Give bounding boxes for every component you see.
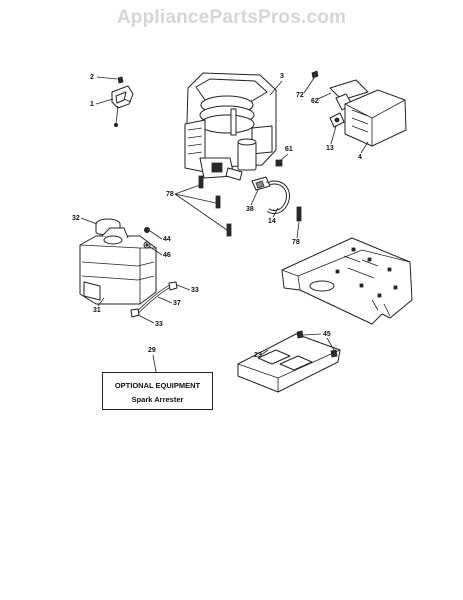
fuel-tank-part <box>79 227 157 305</box>
svg-text:78: 78 <box>292 239 300 246</box>
spark-arrester-label: Spark Arrester <box>131 395 184 404</box>
callout-23: 23 <box>254 349 269 359</box>
svg-text:2: 2 <box>90 74 94 81</box>
callout-44: 44 <box>149 230 171 243</box>
callout-46: 46 <box>149 246 171 259</box>
svg-text:72: 72 <box>296 92 304 99</box>
svg-text:1: 1 <box>90 101 94 108</box>
engine-part <box>184 72 277 181</box>
svg-text:23: 23 <box>254 352 262 359</box>
fuel-filter-part: 38 <box>246 176 281 213</box>
fuel-line-part <box>130 281 178 318</box>
svg-text:45: 45 <box>323 331 331 338</box>
svg-text:78: 78 <box>166 191 174 198</box>
heat-shield-part <box>237 330 341 393</box>
svg-text:44: 44 <box>163 236 171 243</box>
svg-text:13: 13 <box>326 145 334 152</box>
svg-text:3: 3 <box>280 73 284 80</box>
callout-37: 37 <box>157 296 181 307</box>
callout-2: 2 <box>90 74 118 81</box>
callout-45: 45 <box>302 331 335 351</box>
svg-text:61: 61 <box>285 146 293 153</box>
chassis-plate-part <box>281 237 413 325</box>
callout-62: 62 <box>311 92 332 105</box>
callout-72: 72 <box>296 77 315 99</box>
svg-text:33: 33 <box>191 287 199 294</box>
svg-text:62: 62 <box>311 98 319 105</box>
throttle-bracket-part <box>111 76 134 128</box>
callout-33-bottom: 33 <box>137 314 163 328</box>
callout-3: 3 <box>269 73 284 96</box>
svg-text:32: 32 <box>72 215 80 222</box>
callout-13: 13 <box>326 125 337 152</box>
optional-equipment-title: OPTIONAL EQUIPMENT <box>114 381 201 390</box>
svg-text:33: 33 <box>155 321 163 328</box>
muffler-part <box>311 70 407 147</box>
callout-33-top: 33 <box>176 284 199 294</box>
svg-text:31: 31 <box>93 307 101 314</box>
bolt-61-part: 61 <box>275 146 293 167</box>
svg-text:46: 46 <box>163 252 171 259</box>
callout-31: 31 <box>93 297 105 314</box>
callout-1: 1 <box>90 98 114 108</box>
tank-fittings-part <box>143 226 151 249</box>
callout-4: 4 <box>358 141 369 161</box>
svg-text:37: 37 <box>173 300 181 307</box>
fuel-hose-part: 14 <box>266 180 290 225</box>
watermark-text: AppliancePartsPros.com <box>116 7 347 28</box>
svg-text:4: 4 <box>358 154 362 161</box>
svg-text:29: 29 <box>148 347 156 354</box>
svg-text:14: 14 <box>268 218 276 225</box>
svg-text:38: 38 <box>246 206 254 213</box>
callout-29: 29 <box>148 347 157 373</box>
bolt-78-right: 78 <box>292 206 302 246</box>
bolts-78-group: 78 <box>166 175 232 237</box>
optional-equipment-box: OPTIONAL EQUIPMENT Spark Arrester <box>102 372 213 410</box>
